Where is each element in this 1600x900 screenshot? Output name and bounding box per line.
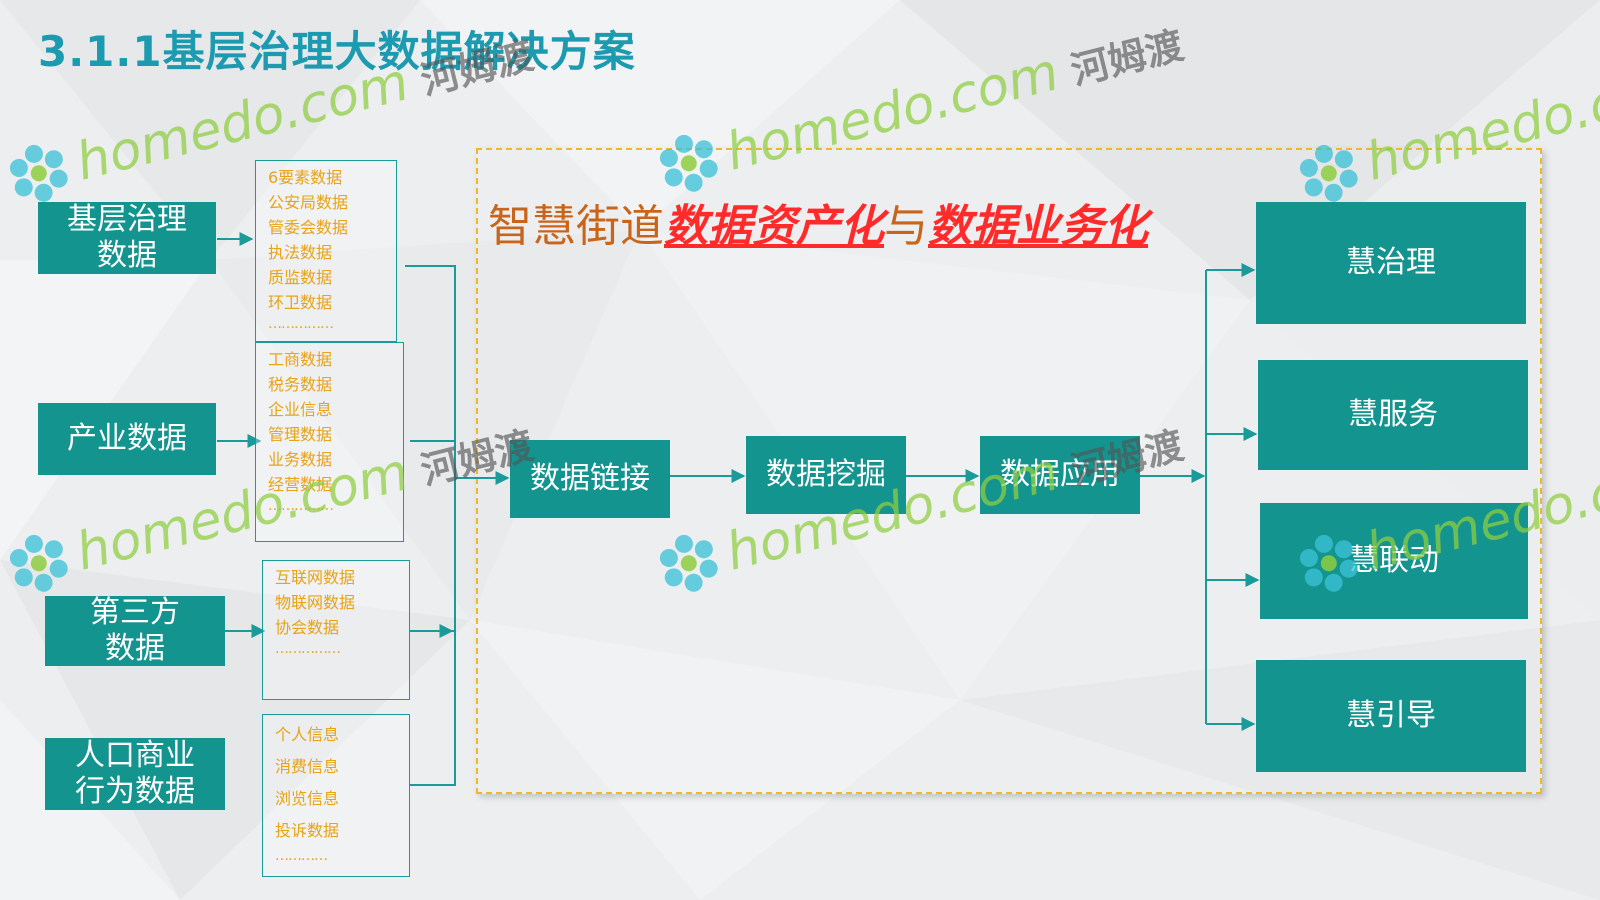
list-ellipsis: …………… xyxy=(268,498,334,514)
output-smart-governance: 慧治理 xyxy=(1256,202,1526,324)
list-item: 质监数据 xyxy=(268,268,333,287)
list-item: 物联网数据 xyxy=(275,593,356,612)
headline: 智慧街道数据资产化与数据业务化 xyxy=(488,190,1148,254)
source-population-behavior-data: 人口商业 行为数据 xyxy=(45,738,225,810)
list-ellipsis: ………… xyxy=(275,848,328,864)
item-list-grassroots: 6要素数据 公安局数据 管委会数据 执法数据 质监数据 环卫数据 …………… xyxy=(255,160,397,342)
list-item: 公安局数据 xyxy=(268,193,349,212)
page-title: 3.1.1基层治理大数据解决方案 xyxy=(38,27,636,76)
source-grassroots-data: 基层治理 数据 xyxy=(38,202,216,274)
list-item: 管委会数据 xyxy=(268,218,349,237)
list-item: 执法数据 xyxy=(268,243,333,262)
output-smart-guidance: 慧引导 xyxy=(1256,660,1526,772)
list-item: 个人信息 xyxy=(275,725,340,744)
list-item: 消费信息 xyxy=(275,757,340,776)
list-ellipsis: …………… xyxy=(275,641,341,657)
smart-street-region xyxy=(476,148,1542,794)
item-list-industry: 工商数据 税务数据 企业信息 管理数据 业务数据 经营数据 …………… xyxy=(255,342,404,542)
output-smart-service: 慧服务 xyxy=(1258,360,1528,470)
list-ellipsis: …………… xyxy=(268,316,334,332)
headline-joiner: 与 xyxy=(884,201,928,252)
list-item: 投诉数据 xyxy=(275,821,340,840)
list-item: 经营数据 xyxy=(268,475,333,494)
item-list-population: 个人信息 消费信息 浏览信息 投诉数据 ………… xyxy=(262,714,410,877)
list-item: 协会数据 xyxy=(275,618,340,637)
list-item: 环卫数据 xyxy=(268,293,333,312)
headline-emphasis-1: 数据资产化 xyxy=(664,201,884,252)
list-item: 税务数据 xyxy=(268,375,333,394)
list-item: 企业信息 xyxy=(268,400,333,419)
source-third-party-data: 第三方 数据 xyxy=(45,595,225,666)
process-data-link: 数据链接 xyxy=(510,440,670,518)
output-smart-linkage: 慧联动 xyxy=(1260,503,1528,619)
list-item: 互联网数据 xyxy=(275,568,356,587)
headline-emphasis-2: 数据业务化 xyxy=(928,201,1148,252)
list-item: 管理数据 xyxy=(268,425,333,444)
source-industry-data: 产业数据 xyxy=(38,403,216,475)
headline-prefix: 智慧街道 xyxy=(488,201,664,252)
list-item: 6要素数据 xyxy=(268,168,343,187)
list-item: 工商数据 xyxy=(268,350,333,369)
list-item: 业务数据 xyxy=(268,450,333,469)
process-data-application: 数据应用 xyxy=(980,436,1140,514)
list-item: 浏览信息 xyxy=(275,789,340,808)
item-list-third-party: 互联网数据 物联网数据 协会数据 …………… xyxy=(262,560,410,700)
process-data-mining: 数据挖掘 xyxy=(746,436,906,514)
